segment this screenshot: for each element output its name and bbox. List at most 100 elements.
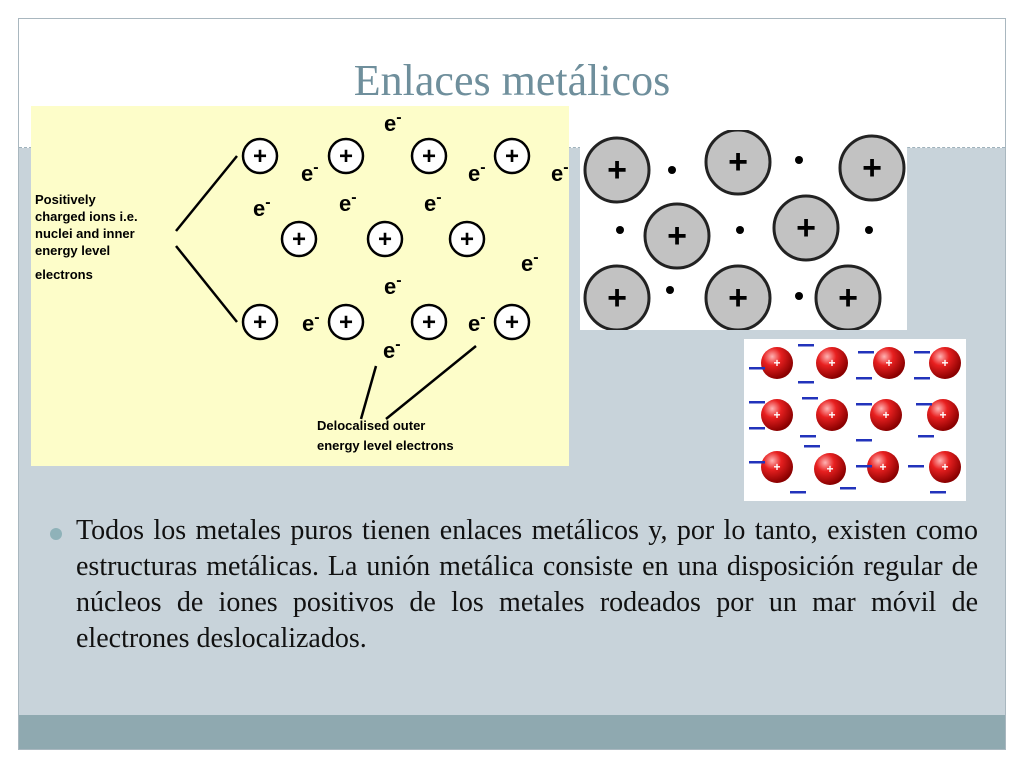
positive-ion: + (493, 303, 531, 341)
positive-ion: + (410, 137, 448, 175)
positive-ion: + (327, 303, 365, 341)
positive-ion: + (643, 202, 711, 270)
ion-label-line: energy level (35, 243, 110, 258)
positive-ion: + (816, 347, 848, 379)
svg-text:+: + (826, 462, 833, 476)
electron-mark: e- (384, 272, 402, 299)
electron-mark: e- (302, 309, 320, 336)
electron-mark: e- (339, 189, 357, 216)
electron-dash (856, 403, 872, 406)
positive-ion: + (704, 130, 772, 196)
positive-ion: + (704, 264, 772, 330)
svg-text:Delocalised outer energy l: Delocalised outer energy level electrons (317, 418, 454, 453)
svg-text:Positively charged ions i.: Positively charged ions i.e. nuclei and … (35, 192, 141, 282)
electron-dash (840, 487, 856, 490)
svg-text:+: + (422, 309, 436, 336)
electron-dash (914, 377, 930, 380)
electron-dot (666, 286, 674, 294)
electron-mark: e- (551, 159, 569, 186)
electron-dot (736, 226, 744, 234)
electron-mark: e- (383, 336, 401, 363)
svg-text:+: + (253, 309, 267, 336)
svg-text:+: + (939, 408, 946, 422)
svg-text:+: + (728, 279, 748, 317)
electron-label-line: energy level electrons (317, 438, 454, 453)
svg-text:+: + (941, 460, 948, 474)
electron-dash (856, 377, 872, 380)
positive-ion: + (241, 137, 279, 175)
svg-text:+: + (505, 143, 519, 170)
slide-title: Enlaces metálicos (353, 56, 671, 105)
diagram-background (31, 106, 569, 466)
electron-dash (798, 344, 814, 347)
lattice-diagram-grey: ++++++++ (580, 130, 907, 330)
svg-text:+: + (862, 149, 882, 187)
electron-dash (916, 403, 932, 406)
electron-dot (668, 166, 676, 174)
electron-mark: e- (301, 159, 319, 186)
positive-ion: + (761, 451, 793, 483)
positive-ion: + (761, 399, 793, 431)
ion-sea-diagram: +++++++++++ e-e-e-e-e-e-e-e-e-e-e-e- Pos… (31, 106, 569, 466)
electron-dot (616, 226, 624, 234)
positive-ion: + (867, 451, 899, 483)
ion-label-line: Positively (35, 192, 96, 207)
svg-text:+: + (796, 209, 816, 247)
electron-dash (802, 397, 818, 400)
electron-dot-group (616, 156, 873, 300)
positive-ion: + (816, 399, 848, 431)
positive-ion: + (838, 134, 906, 202)
ion-label-line: electrons (35, 267, 93, 282)
bullet-marker (50, 528, 62, 540)
svg-text:+: + (253, 143, 267, 170)
svg-text:+: + (773, 356, 780, 370)
lattice-diagram-red: ++++++++++++ (744, 339, 966, 501)
electron-dash (908, 465, 924, 468)
svg-text:+: + (828, 408, 835, 422)
electron-dot (795, 292, 803, 300)
ion-label-line: nuclei and inner (35, 226, 135, 241)
svg-text:+: + (460, 226, 474, 253)
svg-text:+: + (292, 226, 306, 253)
electron-dash (749, 461, 765, 464)
electron-label-line: Delocalised outer (317, 418, 425, 433)
svg-text:+: + (728, 143, 748, 181)
electron-dash (798, 381, 814, 384)
positive-ion: + (761, 347, 793, 379)
electron-dash (930, 491, 946, 494)
svg-text:+: + (879, 460, 886, 474)
ion-label-line: charged ions i.e. (35, 209, 138, 224)
positive-ion: + (814, 264, 882, 330)
electron-mark: e- (468, 309, 486, 336)
positive-ion: + (241, 303, 279, 341)
electron-dash (856, 465, 872, 468)
electron-dot (865, 226, 873, 234)
svg-text:+: + (422, 143, 436, 170)
electron-dash (790, 491, 806, 494)
svg-text:+: + (882, 408, 889, 422)
svg-text:+: + (885, 356, 892, 370)
bullet-text: Todos los metales puros tienen enlaces m… (76, 515, 978, 654)
positive-ion: + (814, 453, 846, 485)
positive-ion: + (583, 264, 651, 330)
svg-text:+: + (773, 460, 780, 474)
ion-group: ++++++++++++ (761, 347, 961, 485)
electron-dash (749, 401, 765, 404)
electron-group: e-e-e-e-e-e-e-e-e-e-e-e- (253, 109, 569, 363)
electron-dash-group (749, 344, 946, 494)
svg-text:+: + (505, 309, 519, 336)
positive-ion: + (448, 220, 486, 258)
electron-dash (749, 367, 765, 370)
svg-text:+: + (838, 279, 858, 317)
positive-ion: + (929, 451, 961, 483)
electron-dash (914, 351, 930, 354)
positive-ion: + (493, 137, 531, 175)
svg-text:+: + (607, 279, 627, 317)
positive-ion: + (927, 399, 959, 431)
electron-dash (749, 427, 765, 430)
electron-mark: e- (424, 189, 442, 216)
electron-dash (918, 435, 934, 438)
svg-text:+: + (378, 226, 392, 253)
positive-ion: + (583, 136, 651, 204)
positive-ion: + (280, 220, 318, 258)
